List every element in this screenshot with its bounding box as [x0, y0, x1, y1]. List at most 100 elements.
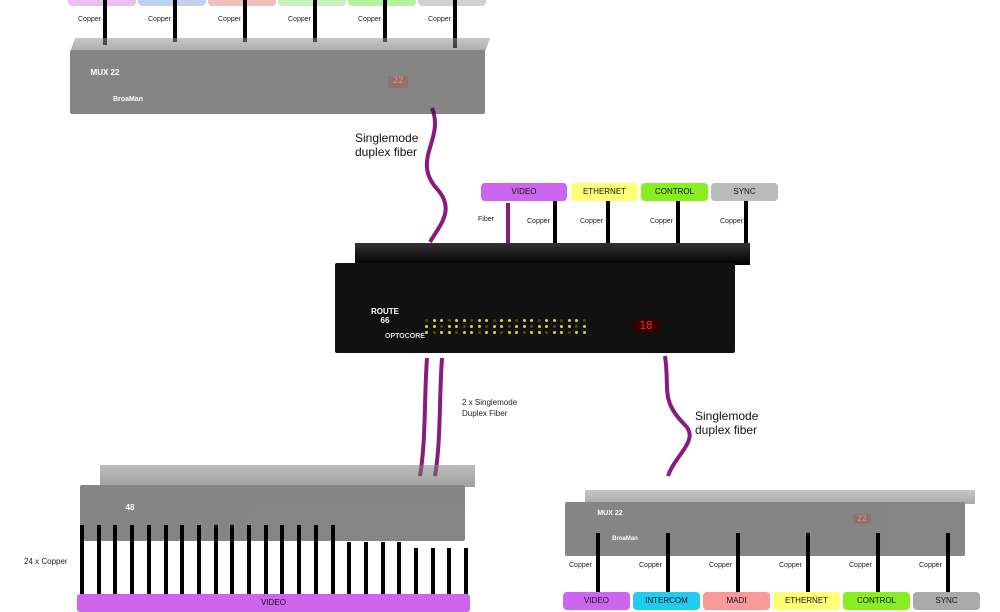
copper-cable [96, 525, 101, 594]
copper-cable [330, 525, 335, 594]
copper-cable [736, 533, 740, 593]
led [507, 331, 511, 334]
led [537, 319, 541, 322]
led [507, 319, 511, 322]
route66-device: ROUTE 66 OPTOCORE 18 [335, 243, 750, 356]
device-id-display: 18 [633, 319, 659, 333]
led [455, 325, 458, 328]
led [552, 319, 556, 322]
signal-box-video: VIDEO [481, 183, 567, 201]
copper-cable [946, 533, 950, 593]
device-brand: BroaMan [612, 536, 638, 542]
copper-cable [453, 0, 457, 48]
fiber-label: Fiber [478, 216, 494, 223]
led [447, 325, 451, 328]
led [552, 325, 556, 328]
led [447, 319, 451, 322]
top-signal-box [278, 0, 346, 6]
copper-cable [363, 542, 368, 594]
device-id-display: 22 [853, 514, 871, 524]
led [425, 319, 428, 322]
led [515, 331, 518, 334]
copper-cable [553, 201, 557, 248]
link-label-line2: Duplex Fiber [462, 409, 508, 418]
device-id-display: 22 [388, 76, 408, 88]
copper-cable [380, 542, 385, 594]
copper-cable [173, 0, 177, 42]
bottom-left-device: 48 [80, 465, 475, 545]
copper-label: Copper [358, 16, 381, 23]
top-signal-box [418, 0, 486, 6]
signal-box-sync: SYNC [913, 592, 980, 610]
copper-cable [130, 525, 135, 594]
led [492, 331, 496, 334]
led [477, 331, 481, 334]
copper-cable [80, 525, 84, 594]
copper-cable [806, 533, 810, 593]
led [500, 325, 503, 328]
copper-cable [313, 0, 317, 42]
copper-cable [596, 533, 600, 593]
led [537, 325, 541, 328]
copper-label: Copper [78, 16, 101, 23]
copper-cable [744, 201, 748, 248]
led [575, 319, 578, 322]
copper-label: Copper [650, 218, 673, 225]
led [575, 331, 578, 334]
copper-cable [347, 542, 352, 594]
copper-label: Copper [779, 562, 802, 569]
copper-cable [113, 525, 118, 594]
copper-cable [196, 525, 201, 594]
top-signal-box [348, 0, 416, 6]
device-brand: OPTOCORE [385, 333, 425, 340]
copper-label: Copper [288, 16, 311, 23]
bottom-right-mux-device: MUX 22 BroaMan 22 [565, 490, 975, 560]
led [515, 319, 518, 322]
led [530, 319, 533, 322]
copper-cable [280, 525, 285, 594]
copper-label: Copper [639, 562, 662, 569]
copper-label: Copper [720, 218, 743, 225]
led [477, 319, 481, 322]
copper-cable [447, 548, 452, 594]
led [432, 325, 436, 328]
top-signal-box [68, 0, 136, 6]
led [545, 319, 548, 322]
left-link-label: 2 x Singlemode Duplex Fiber [462, 397, 517, 419]
led [567, 319, 571, 322]
led [500, 319, 503, 322]
led [530, 331, 533, 334]
link-label-line1: 2 x Singlemode [462, 398, 518, 407]
copper-cable [606, 201, 610, 248]
led [537, 331, 541, 334]
led [582, 331, 586, 334]
signal-box-sync: SYNC [711, 183, 778, 201]
right-link-label: Singlemode duplex fiber [695, 409, 758, 437]
device-model: MUX 22 [90, 68, 120, 77]
led [560, 325, 563, 328]
copper-label: Copper [428, 16, 451, 23]
signal-box-intercom: INTERCOM [633, 592, 700, 610]
copper-cable [876, 533, 880, 593]
led [470, 319, 473, 322]
copper-label: Copper [527, 218, 550, 225]
led [440, 331, 443, 334]
copper-cable [414, 548, 418, 594]
copper-cable [313, 525, 318, 594]
led [425, 325, 428, 328]
led [477, 325, 481, 328]
copper-cable [464, 548, 469, 594]
led [515, 325, 518, 328]
copper-cable [213, 525, 218, 594]
led [462, 331, 466, 334]
copper-cable [430, 548, 435, 594]
led [462, 325, 466, 328]
led [545, 331, 548, 334]
led [455, 331, 458, 334]
top-mux-device: MUX 22 BroaMan 22 [70, 38, 491, 116]
device-model: ROUTE 66 [371, 307, 399, 325]
led [470, 331, 473, 334]
device-model: 48 [125, 503, 135, 512]
device-brand: BroaMan [113, 96, 143, 103]
led [485, 319, 488, 322]
